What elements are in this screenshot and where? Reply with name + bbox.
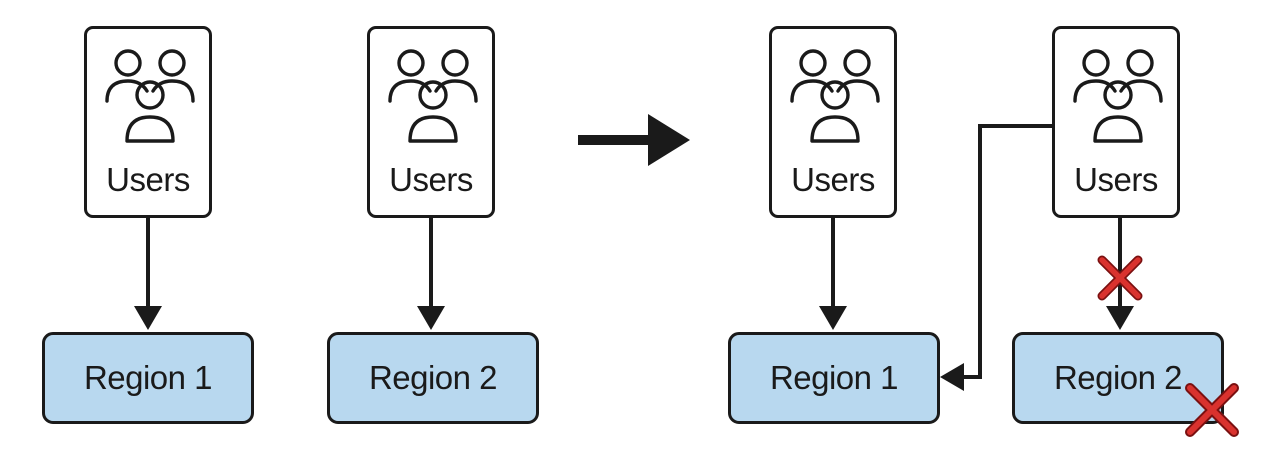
users-label: Users [389, 161, 473, 198]
red-x-icon [1097, 255, 1143, 301]
region-label: Region 2 [1053, 359, 1183, 396]
users-box-left-1: Users [84, 26, 212, 218]
users-group-icon [1073, 49, 1163, 143]
region-box-left-2: Region 2 [327, 332, 539, 424]
users-label: Users [791, 161, 875, 198]
users-label: Users [1074, 161, 1158, 198]
blocked-arrow-users2-to-region2 [1106, 218, 1134, 330]
users-box-right-1: Users [769, 26, 897, 218]
users-box-right-2: Users [1052, 26, 1180, 218]
region-box-left-1: Region 1 [42, 332, 254, 424]
arrow-right-users1-to-region1 [819, 218, 847, 330]
arrow-left-users2-to-region2 [417, 218, 445, 330]
users-group-icon [105, 49, 195, 143]
region-box-right-2-failed: Region 2 [1012, 332, 1224, 424]
region-label: Region 1 [769, 359, 899, 396]
users-group-icon [790, 49, 880, 143]
users-box-left-2: Users [367, 26, 495, 218]
users-label: Users [106, 161, 190, 198]
arrow-left-users1-to-region1 [134, 218, 162, 330]
region-label: Region 2 [368, 359, 498, 396]
users-group-icon [388, 49, 478, 143]
region-label: Region 1 [83, 359, 213, 396]
arrow-right-icon [578, 114, 690, 166]
region-box-right-1: Region 1 [728, 332, 940, 424]
